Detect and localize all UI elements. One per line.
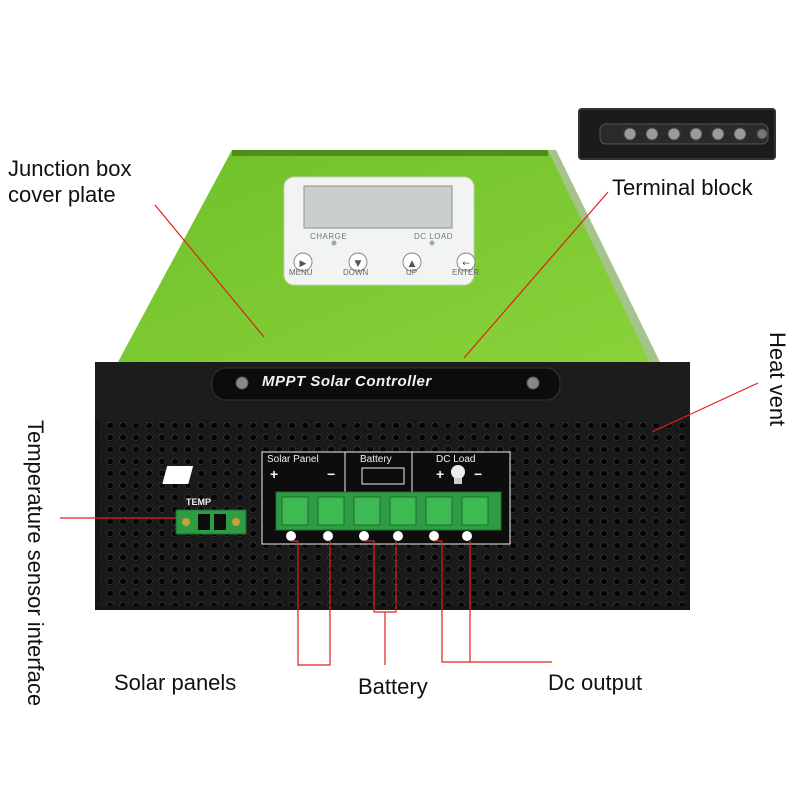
battery-callout <box>364 540 397 613</box>
terminal-block-label: Terminal block <box>612 175 753 200</box>
temperature-sensor-label: Temperature sensor interface <box>23 420 48 707</box>
svg-text:▲: ▲ <box>409 259 416 269</box>
solar-minus-sign: − <box>327 466 336 482</box>
dc-output-callout <box>434 540 471 663</box>
temp-port <box>175 509 247 535</box>
heat-vent-label: Heat vent <box>765 332 790 427</box>
terminal-group-solar: Solar Panel <box>267 454 319 465</box>
svg-text:←: ← <box>462 259 470 269</box>
menu-button-label: MENU <box>289 268 313 277</box>
lcd-panel: ▶ ▼ ▲ ← <box>283 176 476 286</box>
up-button-label: UP <box>406 268 418 277</box>
terminal-group-dc-load: DC Load <box>436 454 476 465</box>
terminal-block-inset <box>578 108 776 160</box>
temp-port-label: TEMP <box>186 497 212 507</box>
terminal-block-area <box>162 451 511 545</box>
nameplate <box>211 367 561 401</box>
junction-box-label-line1: Junction box <box>8 156 132 181</box>
junction-box-callout <box>154 204 265 338</box>
solar-panels-label: Solar panels <box>114 670 237 695</box>
load-minus-sign: − <box>474 466 483 482</box>
terminal-screws <box>599 123 769 145</box>
lcd-dc-load-label: DC LOAD <box>414 232 454 241</box>
svg-text:▶: ▶ <box>300 259 307 269</box>
enter-button-label: ENTER <box>452 268 480 277</box>
heat-vent-callout <box>651 382 759 433</box>
svg-text:▼: ▼ <box>355 259 362 269</box>
solar-panels-callout <box>291 540 331 666</box>
battery-label: Battery <box>358 674 428 699</box>
down-button-label: DOWN <box>343 268 369 277</box>
nameplate-text: MPPT Solar Controller <box>262 373 432 390</box>
junction-box-label-line2: cover plate <box>8 182 116 207</box>
terminal-block-callout <box>463 191 609 359</box>
solar-plus-sign: + <box>270 466 279 482</box>
dc-output-label: Dc output <box>548 670 643 695</box>
lcd-charge-label: CHARGE <box>310 232 348 241</box>
terminal-group-battery: Battery <box>360 454 392 465</box>
callout-lines <box>60 191 759 666</box>
load-plus-sign: + <box>436 466 445 482</box>
